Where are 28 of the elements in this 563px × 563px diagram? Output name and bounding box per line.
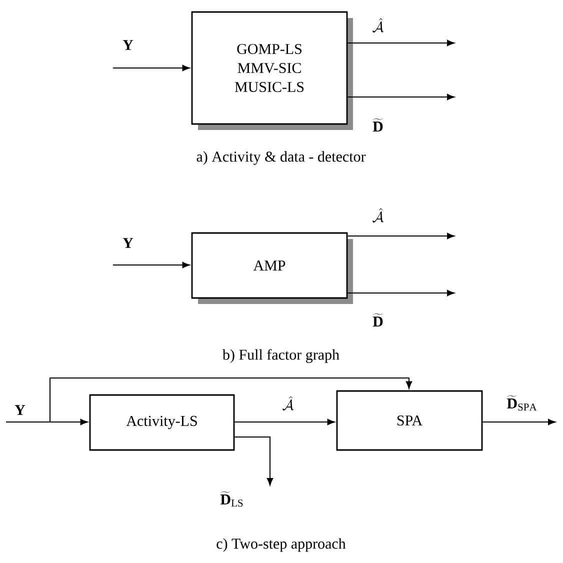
edge-label: $\widetilde{\mathbf{D}}_{\mathrm{LS}}$ [220, 491, 243, 507]
arrow [234, 418, 335, 426]
edge-label: $\mathbf{Y}$ [14, 405, 26, 415]
arrow [112, 64, 190, 72]
edge-label: $\mathbf{Y}$ [122, 40, 134, 50]
arrow [50, 378, 412, 422]
edge-label: $\hat{\mathcal{A}}$ [372, 208, 384, 223]
arrow [347, 232, 454, 240]
arrow [112, 262, 190, 268]
arrow [482, 418, 556, 426]
caption: b) Full factor graph [222, 349, 340, 363]
edge-label: $\widetilde{\mathbf{D}}_{\mathrm{SPA}}$ [506, 395, 537, 411]
edge-label: $\widetilde{\mathbf{D}}$ [372, 313, 383, 327]
edge-label: $\hat{\mathcal{A}}$ [372, 18, 384, 33]
arrow [234, 436, 274, 486]
edge-label: $\widetilde{\mathbf{D}}$ [372, 118, 383, 132]
arrow [6, 418, 88, 426]
arrow [347, 40, 454, 46]
arrow [347, 94, 454, 100]
process-box: AMP [191, 232, 353, 304]
process-box: SPA [336, 390, 483, 451]
process-box: Activity-LS [89, 394, 235, 451]
edge-label: $\hat{\mathcal{A}}$ [282, 396, 294, 411]
caption: c) Two-step approach [216, 538, 346, 552]
edge-label: $\mathbf{Y}$ [122, 238, 134, 248]
arrow [347, 290, 454, 296]
caption: a) Activity & data - detector [196, 151, 366, 165]
process-box: GOMP-LS MMV-SIC MUSIC-LS [191, 11, 353, 130]
